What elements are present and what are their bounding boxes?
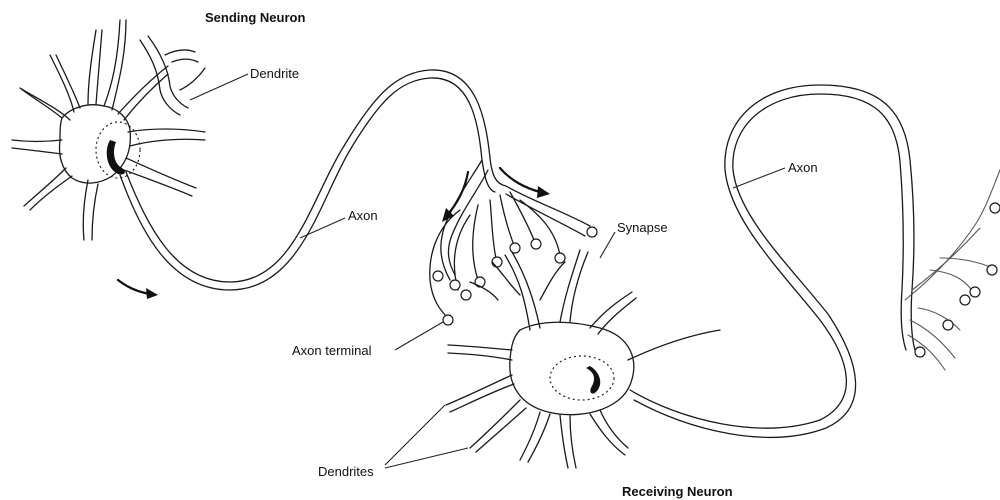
axon-label-left: Axon (348, 208, 378, 223)
receiving-neuron-label: Receiving Neuron (622, 484, 733, 499)
receiving-axon (630, 85, 915, 437)
axon-label-right: Axon (788, 160, 818, 175)
synapse-leader (600, 232, 615, 258)
signal-arrow-1 (118, 280, 158, 299)
axon-terminal-label: Axon terminal (292, 343, 372, 358)
sending-neuron-label: Sending Neuron (205, 10, 305, 25)
right-axon-terminals (905, 170, 1000, 370)
dendrite-leader (190, 74, 248, 100)
axon-left-leader (300, 218, 345, 238)
receiving-soma (510, 322, 634, 414)
sending-axon (120, 78, 495, 290)
axon-terminals (430, 160, 597, 325)
receiving-neuron (446, 250, 720, 468)
dendrite-label: Dendrite (250, 66, 299, 81)
dendrites-label: Dendrites (318, 464, 374, 479)
dendrites-leader-2 (385, 448, 468, 468)
synapse-label: Synapse (617, 220, 668, 235)
sending-cell-body (12, 20, 205, 240)
signal-arrow-3 (500, 168, 550, 198)
axon-right-leader (733, 168, 785, 188)
sending-neuron (12, 20, 506, 290)
axon-terminal-leader (395, 322, 443, 350)
